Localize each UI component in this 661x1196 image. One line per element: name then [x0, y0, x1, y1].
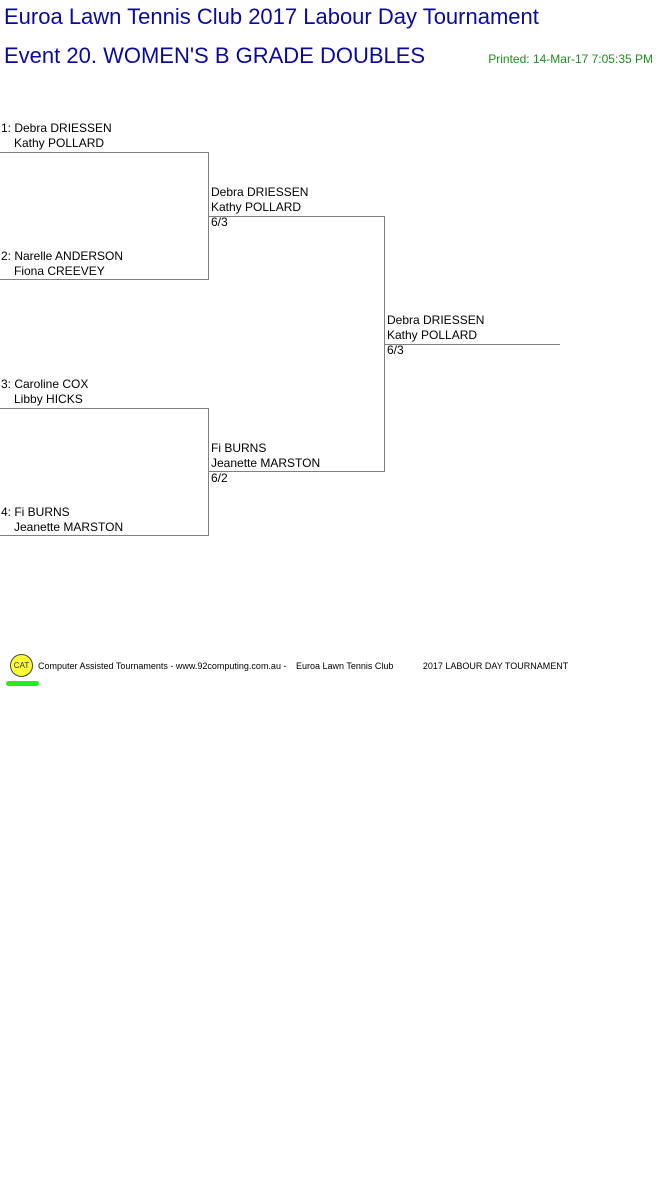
- semi-1-partner: Kathy POLLARD: [211, 200, 302, 214]
- semi-1-player: Debra DRIESSEN: [211, 185, 309, 199]
- final-score: 6/3: [387, 343, 404, 357]
- draw-entry-2: 2: Narelle ANDERSON Fiona CREEVEY: [1, 249, 123, 279]
- entry-1-player: 1: Debra DRIESSEN: [1, 121, 112, 135]
- semi-2-score: 6/2: [211, 471, 228, 485]
- cat-logo-icon: CAT: [10, 654, 33, 677]
- footer: Computer Assisted Tournaments - www.92co…: [38, 660, 568, 672]
- draw-entry-3: 3: Caroline COX Libby HICKS: [1, 377, 88, 407]
- entry-4-player: 4: Fi BURNS: [1, 505, 70, 519]
- draw-entry-1: 1: Debra DRIESSEN Kathy POLLARD: [1, 121, 112, 151]
- bracket-lines: [0, 152, 560, 536]
- footer-club: Euroa Lawn Tennis Club: [295, 661, 394, 671]
- draw-entry-4: 4: Fi BURNS Jeanette MARSTON: [1, 505, 123, 535]
- entry-3-partner: Libby HICKS: [14, 392, 83, 406]
- footer-tournament: 2017 LABOUR DAY TOURNAMENT: [422, 661, 569, 671]
- tournament-title: Euroa Lawn Tennis Club 2017 Labour Day T…: [4, 4, 539, 29]
- semi-bracket-line: [208, 216, 385, 472]
- semi-winner-2: Fi BURNS Jeanette MARSTON 6/2: [211, 441, 320, 486]
- entry-4-partner: Jeanette MARSTON: [14, 520, 124, 534]
- event-title: Event 20. WOMEN'S B GRADE DOUBLES: [4, 43, 426, 68]
- entry-2-player: 2: Narelle ANDERSON: [1, 249, 124, 263]
- semi-2-player: Fi BURNS: [211, 441, 267, 455]
- entry-2-partner: Fiona CREEVEY: [14, 264, 105, 278]
- final-winner: Debra DRIESSEN Kathy POLLARD 6/3: [387, 313, 484, 358]
- cat-logo-underline: [6, 681, 39, 686]
- final-partner: Kathy POLLARD: [387, 328, 478, 342]
- entry-3-player: 3: Caroline COX: [1, 377, 89, 391]
- printed-timestamp: Printed: 14-Mar-17 7:05:35 PM: [488, 52, 653, 66]
- semi-winner-1: Debra DRIESSEN Kathy POLLARD 6/3: [211, 185, 308, 230]
- semi-2-partner: Jeanette MARSTON: [211, 456, 321, 470]
- semi-1-score: 6/3: [211, 215, 228, 229]
- footer-credit: Computer Assisted Tournaments - www.92co…: [38, 661, 287, 671]
- entry-1-partner: Kathy POLLARD: [14, 136, 105, 150]
- final-player: Debra DRIESSEN: [387, 313, 485, 327]
